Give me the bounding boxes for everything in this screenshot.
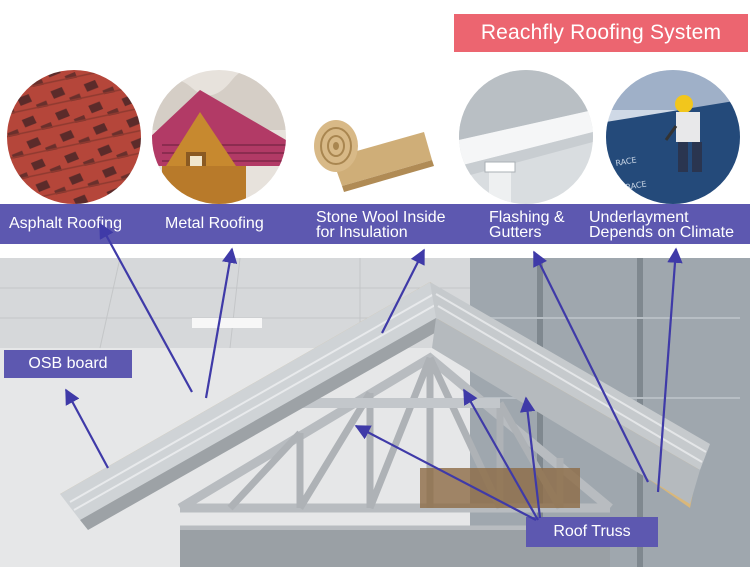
metal-roof-photo-icon: [152, 70, 286, 204]
gutter-photo-icon: [459, 70, 593, 204]
label-underlayment: Underlayment Depends on Climate: [589, 209, 734, 241]
stone-wool-roll-photo-icon: [302, 70, 436, 204]
title-banner: Reachfly Roofing System: [454, 14, 748, 52]
title-text: Reachfly Roofing System: [480, 21, 722, 44]
label-flashing-gutters: Flashing & Gutters: [489, 209, 565, 241]
osb-board-tag: OSB board: [4, 350, 132, 378]
label-asphalt-roofing: Asphalt Roofing: [9, 215, 122, 232]
svg-text:RACE: RACE: [615, 155, 637, 168]
label-stone-wool: Stone Wool Inside for Insulation: [316, 209, 446, 241]
underlayment-worker-photo-icon: RACE RACE: [606, 70, 740, 204]
asphalt-shingle-photo-icon: [7, 70, 141, 204]
roof-truss-tag: Roof Truss: [526, 517, 658, 547]
svg-text:RACE: RACE: [625, 179, 647, 192]
label-metal-roofing: Metal Roofing: [165, 215, 264, 232]
